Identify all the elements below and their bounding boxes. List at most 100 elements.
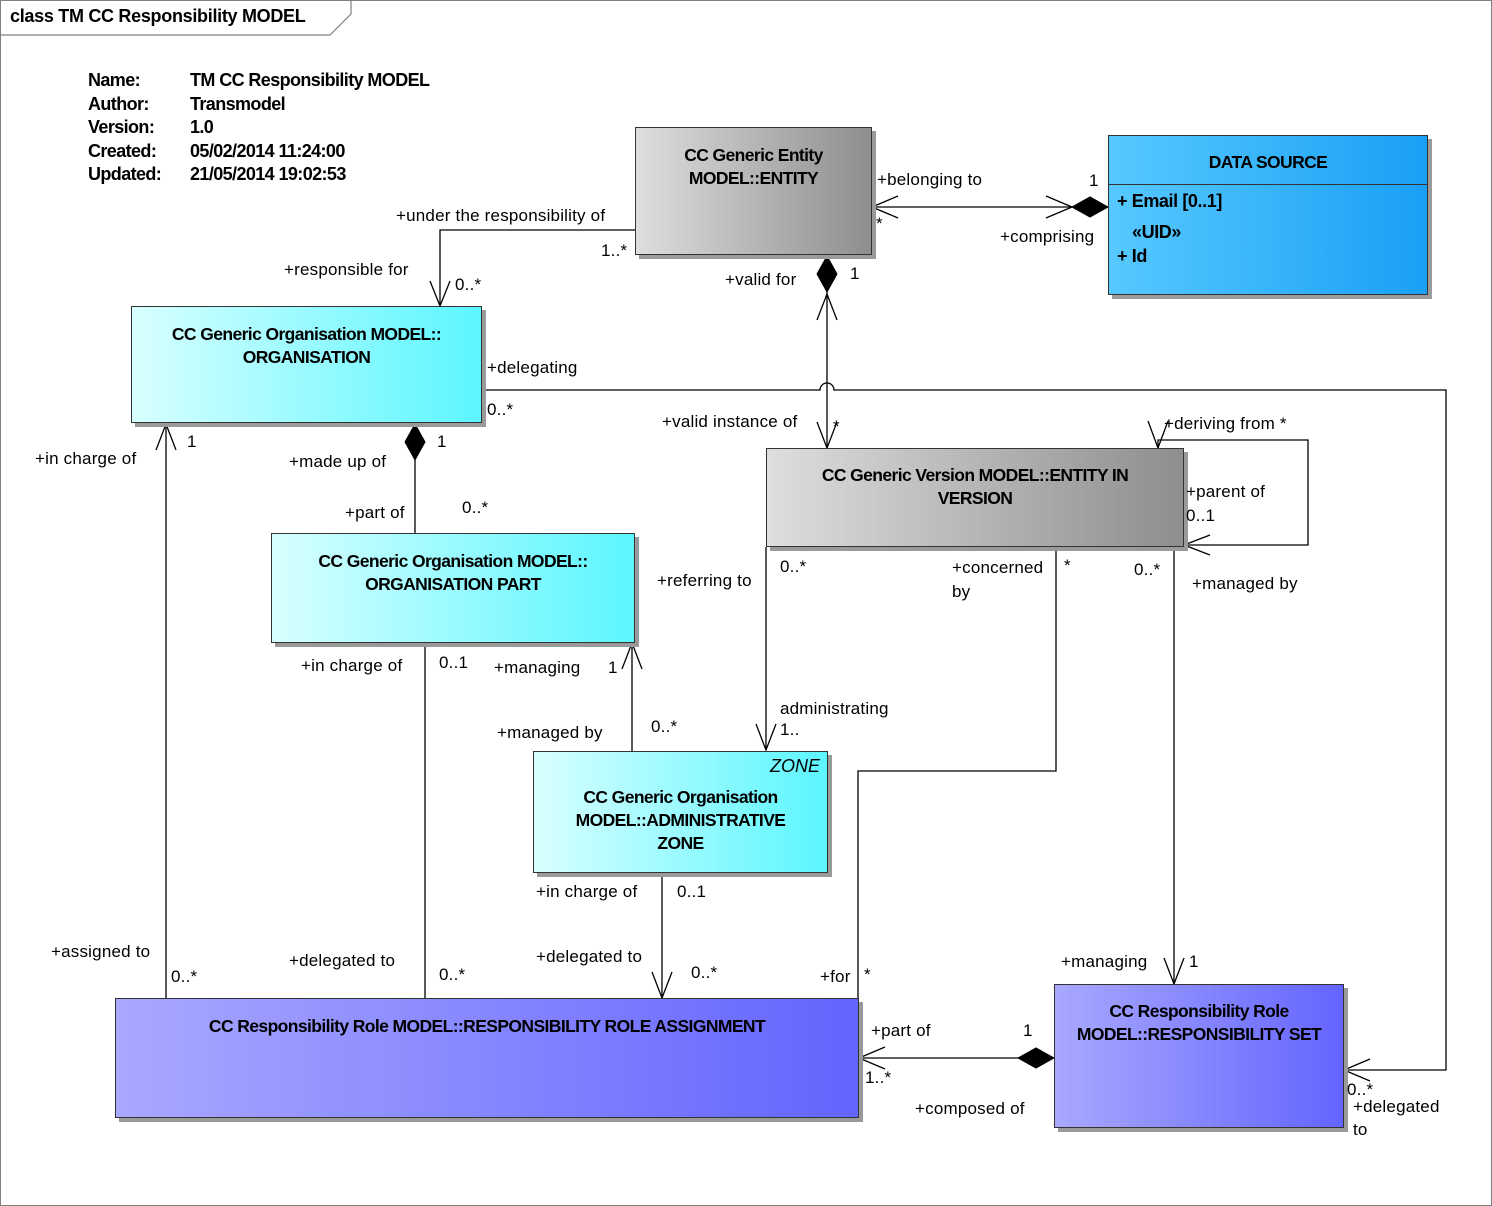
class-name-line: MODEL::ADMINISTRATIVE bbox=[575, 810, 786, 830]
attribute-id: + Id bbox=[1117, 246, 1147, 266]
multiplicity-label: 1.. bbox=[780, 720, 800, 739]
role-label: +in charge of bbox=[35, 449, 137, 468]
role-label: +belonging to bbox=[877, 170, 983, 189]
role-label: +referring to bbox=[657, 571, 752, 590]
multiplicity-label: 1 bbox=[1023, 1021, 1033, 1040]
diagram-title-tab: class TM CC Responsibility MODEL bbox=[0, 0, 352, 36]
class-entity-in-version[interactable]: CC Generic Version MODEL::ENTITY IN VERS… bbox=[766, 448, 1184, 547]
meta-row-updated: Updated:21/05/2014 19:02:53 bbox=[88, 163, 429, 187]
class-name: CC Generic Organisation MODEL::ADMINISTR… bbox=[534, 752, 827, 855]
class-name: CC Generic Organisation MODEL:: ORGANISA… bbox=[132, 307, 481, 369]
meta-value: 05/02/2014 11:24:00 bbox=[190, 140, 345, 161]
class-name-line: CC Responsibility Role MODEL::RESPONSIBI… bbox=[208, 1016, 766, 1036]
role-label: +responsible for bbox=[284, 260, 409, 279]
class-name-line: CC Generic Version MODEL::ENTITY IN bbox=[821, 465, 1129, 485]
role-label: +part of bbox=[345, 503, 405, 522]
class-name: CC Generic Organisation MODEL:: ORGANISA… bbox=[272, 534, 634, 596]
class-name: CC Responsibility Role MODEL::RESPONSIBI… bbox=[1055, 985, 1343, 1046]
meta-row-version: Version: 1.0 bbox=[88, 116, 429, 140]
role-label: administrating bbox=[780, 699, 889, 718]
compartment-divider bbox=[1109, 184, 1427, 185]
meta-key: Author: bbox=[88, 93, 149, 114]
class-name: DATA SOURCE bbox=[1208, 152, 1328, 172]
arrowhead bbox=[816, 292, 838, 321]
meta-key: Created: bbox=[88, 140, 157, 161]
multiplicity-label: 0..* bbox=[462, 498, 489, 517]
class-organisation[interactable]: CC Generic Organisation MODEL:: ORGANISA… bbox=[131, 306, 482, 423]
attribute-email: + Email [0..1] bbox=[1117, 191, 1222, 211]
stereotype-uid: «UID» bbox=[1132, 222, 1182, 242]
class-name-line: ORGANISATION PART bbox=[365, 574, 541, 594]
multiplicity-label: 1 bbox=[608, 658, 618, 677]
role-label: +delegating bbox=[487, 358, 578, 377]
arrowhead bbox=[621, 641, 643, 670]
class-responsibility-role-assignment[interactable]: CC Responsibility Role MODEL::RESPONSIBI… bbox=[115, 998, 859, 1118]
role-label: +deriving from * bbox=[1164, 414, 1287, 433]
meta-row-created: Created: 05/02/2014 11:24:00 bbox=[88, 140, 429, 164]
role-label: +managing bbox=[1061, 952, 1148, 971]
multiplicity-label: 0..* bbox=[780, 557, 807, 576]
role-label: +composed of bbox=[915, 1099, 1025, 1118]
multiplicity-label: 0..* bbox=[487, 400, 514, 419]
multiplicity-label: 0..* bbox=[651, 717, 678, 736]
composition-diamond bbox=[404, 422, 426, 462]
role-label: +concerned bbox=[952, 558, 1044, 577]
class-stereotype: ZONE bbox=[769, 756, 820, 776]
assoc-version-self bbox=[1157, 439, 1309, 546]
class-name-line: MODEL::RESPONSIBILITY SET bbox=[1076, 1024, 1322, 1044]
composition-diamond bbox=[816, 254, 838, 294]
class-organisation-part[interactable]: CC Generic Organisation MODEL:: ORGANISA… bbox=[271, 533, 635, 643]
class-data-source[interactable]: DATA SOURCE + Email [0..1] «UID» + Id bbox=[1108, 135, 1428, 295]
multiplicity-label: 0..1 bbox=[677, 882, 707, 901]
meta-value: 1.0 bbox=[190, 117, 214, 138]
role-label: +comprising bbox=[1000, 227, 1095, 246]
role-label: +managed by bbox=[1192, 574, 1298, 593]
class-name: CC Generic Version MODEL::ENTITY IN VERS… bbox=[767, 449, 1183, 510]
meta-row-name: Name: TM CC Responsibility MODEL bbox=[88, 69, 430, 93]
multiplicity-label: 0..1 bbox=[439, 653, 469, 672]
class-name-line: CC Generic Organisation bbox=[583, 787, 778, 807]
multiplicity-label: 1..* bbox=[865, 1068, 892, 1087]
class-name-line: CC Generic Entity bbox=[684, 145, 823, 165]
class-entity[interactable]: CC Generic Entity MODEL::ENTITY bbox=[635, 127, 872, 255]
multiplicity-label: 0..* bbox=[171, 967, 198, 986]
class-name-line: CC Generic Organisation MODEL:: bbox=[318, 551, 588, 571]
multiplicity-label: 0..* bbox=[455, 275, 482, 294]
arrowhead bbox=[155, 422, 177, 451]
assoc-entity-organisation bbox=[439, 229, 635, 306]
class-name-line: ORGANISATION bbox=[242, 347, 371, 367]
multiplicity-label: * bbox=[833, 417, 840, 436]
arrowhead bbox=[1342, 1058, 1371, 1082]
class-responsibility-set[interactable]: CC Responsibility Role MODEL::RESPONSIBI… bbox=[1054, 984, 1344, 1128]
role-label: +for bbox=[820, 967, 851, 986]
arrowhead bbox=[755, 723, 777, 752]
class-name: CC Generic Entity MODEL::ENTITY bbox=[636, 128, 871, 190]
role-label: +in charge of bbox=[536, 882, 638, 901]
role-label: +managed by bbox=[497, 723, 603, 742]
meta-value: TM CC Responsibility MODEL bbox=[190, 70, 430, 90]
role-label: +in charge of bbox=[301, 656, 403, 675]
class-name-line: MODEL::ENTITY bbox=[688, 168, 819, 188]
meta-key: Name: bbox=[88, 70, 141, 90]
arrowhead bbox=[870, 195, 899, 219]
multiplicity-label: * bbox=[1064, 556, 1071, 575]
meta-row-author: Author:Transmodel bbox=[88, 93, 429, 117]
assoc-version-assignment bbox=[857, 547, 1057, 998]
role-label: +delegated to bbox=[289, 951, 396, 970]
role-label: +parent of bbox=[1186, 482, 1266, 501]
role-label: to bbox=[1353, 1120, 1368, 1139]
multiplicity-label: 0..1 bbox=[1186, 506, 1216, 525]
multiplicity-label: 1 bbox=[187, 432, 197, 451]
class-name-line: VERSION bbox=[937, 488, 1013, 508]
meta-value: 21/05/2014 19:02:53 bbox=[190, 164, 346, 185]
multiplicity-label: 0..* bbox=[691, 963, 718, 982]
multiplicity-label: 1 bbox=[1189, 952, 1199, 971]
role-label: +valid for bbox=[725, 270, 797, 289]
class-administrative-zone[interactable]: ZONE CC Generic Organisation MODEL::ADMI… bbox=[533, 751, 828, 873]
role-label: by bbox=[952, 582, 971, 601]
meta-key: Version: bbox=[88, 117, 155, 138]
role-label: +made up of bbox=[289, 452, 387, 471]
class-name-line: ZONE bbox=[657, 833, 704, 853]
class-name-line: CC Generic Organisation MODEL:: bbox=[171, 324, 442, 344]
